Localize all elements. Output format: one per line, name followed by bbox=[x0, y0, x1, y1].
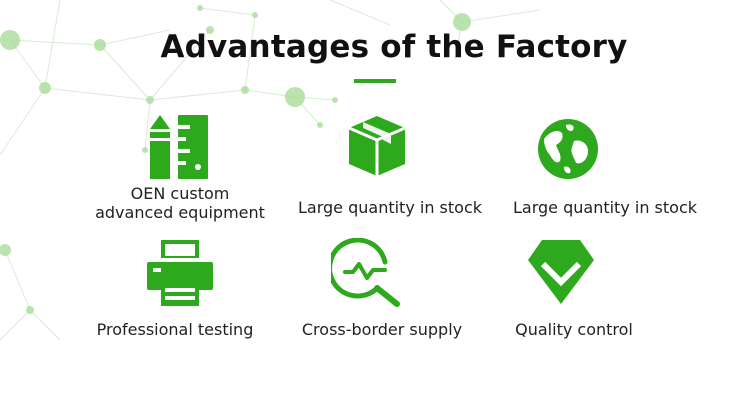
title-underline bbox=[354, 79, 396, 83]
ruler-pencil-icon bbox=[150, 115, 208, 179]
item-label-supply: Cross-border supply bbox=[301, 320, 463, 339]
item-label-line: OEN custom bbox=[130, 184, 230, 203]
diamond-check-icon bbox=[528, 240, 594, 304]
item-label-line: advanced equipment bbox=[95, 203, 265, 222]
globe-icon bbox=[538, 119, 598, 179]
box-icon bbox=[348, 116, 406, 176]
item-label-stock-global: Large quantity in stock bbox=[512, 198, 698, 217]
item-label-stock: Large quantity in stock bbox=[297, 198, 483, 217]
item-label-quality: Quality control bbox=[515, 320, 633, 339]
printer-icon bbox=[147, 240, 213, 306]
search-chart-icon bbox=[331, 238, 400, 307]
page-title: Advantages of the Factory bbox=[160, 29, 628, 65]
item-label-testing: Professional testing bbox=[96, 320, 254, 339]
item-label-equipment: OEN custom advanced equipment bbox=[80, 184, 280, 222]
